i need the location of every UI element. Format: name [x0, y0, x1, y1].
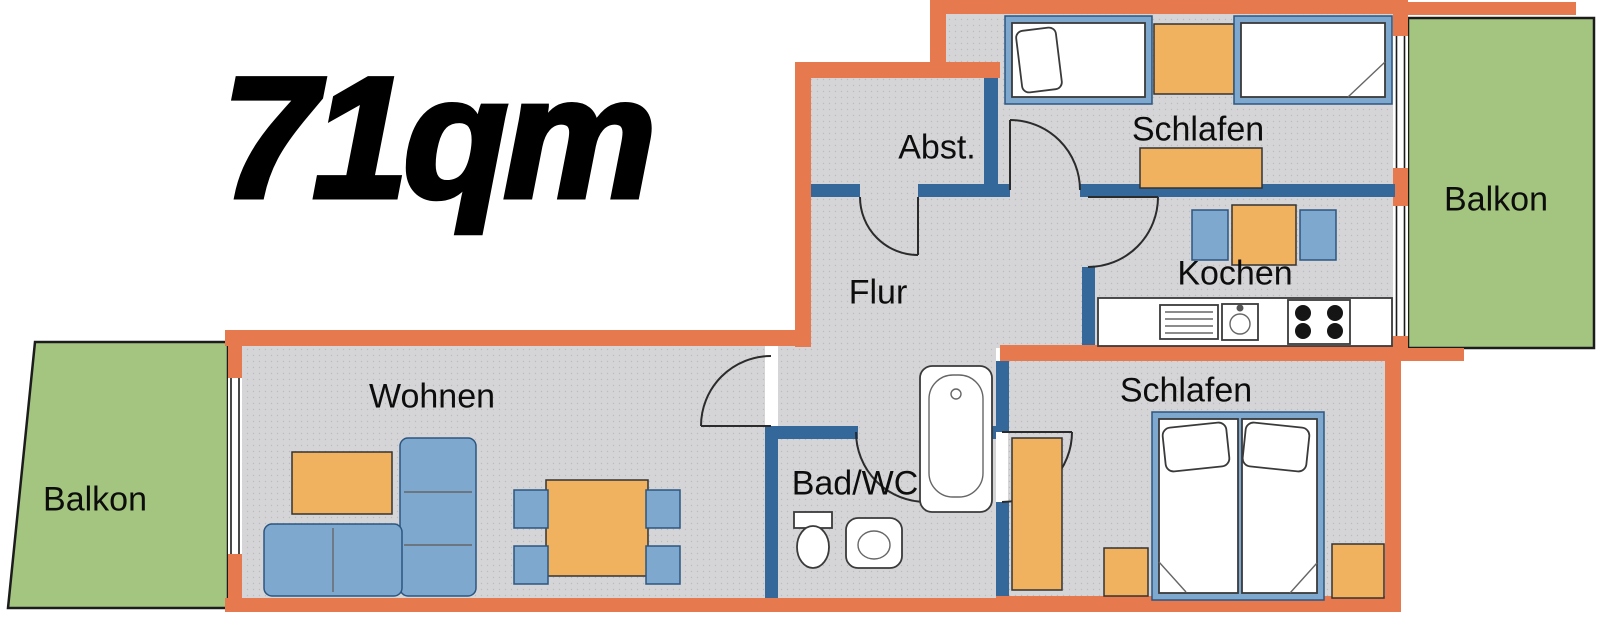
dining-chair-4 [645, 545, 681, 585]
interior-walls [765, 78, 1395, 598]
wall-balcony-right-bottom-stub [1408, 348, 1464, 361]
window-schlafen-top-glass [1393, 36, 1408, 168]
room-label-kochen: Kochen [1177, 254, 1293, 293]
room-label-wohnen: Wohnen [368, 377, 496, 416]
window-wohnen-lines [230, 378, 240, 554]
kitchen-chair-right [1299, 209, 1337, 261]
bathtub [919, 365, 993, 513]
nightstand-bottom-right [1331, 543, 1385, 599]
dining-chair-3 [645, 489, 681, 529]
door-wohnen [700, 355, 772, 427]
window-kochen-glass [1393, 206, 1408, 336]
stove-burner-4 [1327, 323, 1343, 339]
double-bed-pillow-left [1161, 421, 1231, 473]
stove [1287, 299, 1351, 345]
bathtub-drain [950, 388, 962, 400]
dining-table [545, 479, 649, 577]
bathtub-inner [928, 374, 984, 498]
washbasin-inner [857, 530, 891, 560]
dining-chair-1 [513, 489, 549, 529]
door-kochen [1087, 196, 1159, 268]
nightstand-top [1153, 23, 1235, 95]
sofa-vertical-cushion-lines [404, 491, 472, 546]
toilet-bowl [796, 525, 830, 569]
room-label-schlafen-top: Schlafen [1131, 110, 1265, 149]
wall-wohnen-badwc [765, 426, 778, 598]
stove-burner-2 [1327, 305, 1343, 321]
furniture-wohnen [263, 437, 681, 597]
furniture-kochen [1097, 204, 1393, 347]
blanket-fold-lines-bottom [1158, 561, 1318, 594]
sink-basin-circle [1229, 313, 1251, 335]
door-abst [859, 196, 919, 256]
wall-schlafen-top-top [930, 0, 1408, 14]
room-label-balkon-right: Balkon [1444, 180, 1548, 219]
wall-flur-kochen [1082, 267, 1095, 345]
wall-abst-bottom-right [918, 184, 1010, 197]
wall-step-up [930, 0, 946, 70]
wall-wohnen-left-stub-top [228, 346, 242, 378]
room-label-schlafen-bottom: Schlafen [1119, 371, 1253, 410]
sofa-vertical [399, 437, 477, 597]
room-label-bad-wc: Bad/WC [791, 464, 919, 503]
window-schlafen-top-lines [1395, 36, 1406, 168]
kitchen-chair-left [1191, 209, 1229, 261]
wall-wohnen-left-stub-bottom [228, 554, 242, 600]
blanket-fold-line [1347, 61, 1386, 98]
wall-flur-left [795, 62, 811, 347]
furniture-schlafen-bottom [1011, 411, 1385, 601]
nightstand-bottom-left [1103, 547, 1149, 597]
room-label-abst: Abst. [898, 128, 976, 167]
window-kochen-lines [1395, 206, 1406, 336]
wall-schlafen-bottom-left-upper [996, 361, 1009, 432]
furniture-badwc [793, 365, 993, 569]
wall-kochen-bottom [1000, 345, 1408, 361]
wardrobe [1011, 437, 1063, 591]
washbasin [845, 517, 903, 569]
stove-burner-3 [1295, 323, 1311, 339]
wall-wohnen-top [225, 330, 811, 346]
area-title: 71qm [219, 42, 658, 234]
stove-burner-1 [1295, 305, 1311, 321]
room-label-balkon-left: Balkon [43, 480, 147, 519]
wall-badwc-top-left [765, 426, 858, 439]
wall-abst-bottom-left [811, 184, 860, 197]
double-bed-pillow-right [1241, 421, 1311, 473]
dining-chair-2 [513, 545, 549, 585]
balcony-right-area [1406, 16, 1596, 350]
windows [228, 36, 1408, 554]
balcony-left-area [6, 340, 230, 610]
kitchen-table [1231, 204, 1297, 266]
wall-schlafen-bottom-right [1385, 361, 1401, 612]
wall-balcony-right-top [1408, 2, 1576, 15]
sink-faucet [1236, 304, 1244, 312]
wall-schlafen-bottom-left-lower [996, 502, 1009, 596]
dresser [1139, 147, 1263, 189]
furniture-schlafen-top [1004, 15, 1393, 189]
door-schlafen-top [1009, 119, 1081, 191]
wall-bottom-left [225, 598, 1008, 612]
sink-drainer [1159, 304, 1219, 340]
sink-drainer-lines [1165, 311, 1213, 334]
wall-abst-right [984, 78, 998, 197]
window-wohnen-glass [228, 378, 242, 554]
coffee-table [291, 451, 393, 515]
bed-mattress-2 [1240, 22, 1386, 98]
wall-abst-top [795, 62, 1000, 78]
pillow-1 [1015, 26, 1063, 94]
room-label-flur: Flur [848, 273, 908, 312]
